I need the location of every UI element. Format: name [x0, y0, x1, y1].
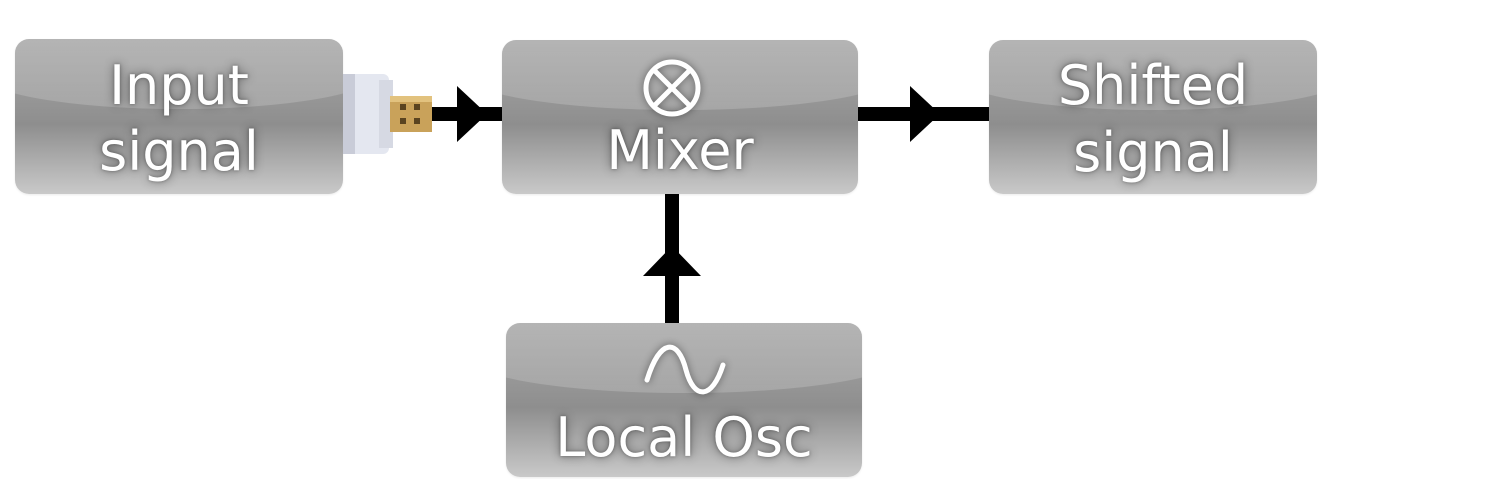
usb-plug-icon	[343, 74, 432, 154]
arrow-mixer-to-shifted	[858, 86, 989, 142]
osc-label: Local Osc	[555, 406, 813, 469]
mixer-label: Mixer	[606, 119, 754, 182]
shifted-label-line2: signal	[1073, 121, 1233, 184]
input-label-line2: signal	[99, 120, 259, 183]
shifted-label-line1: Shifted	[1057, 54, 1249, 117]
shifted-signal-block: Shifted signal	[989, 40, 1317, 194]
arrow-osc-to-mixer	[643, 194, 701, 323]
arrow-input-to-mixer	[432, 86, 502, 142]
block-gloss	[15, 39, 343, 109]
input-signal-block: Input signal	[15, 39, 343, 194]
multiply-circle-icon	[643, 59, 701, 117]
block-gloss	[989, 40, 1317, 110]
input-label-line1: Input	[109, 54, 249, 117]
sine-wave-icon	[644, 344, 726, 395]
local-osc-block: Local Osc	[506, 323, 862, 477]
